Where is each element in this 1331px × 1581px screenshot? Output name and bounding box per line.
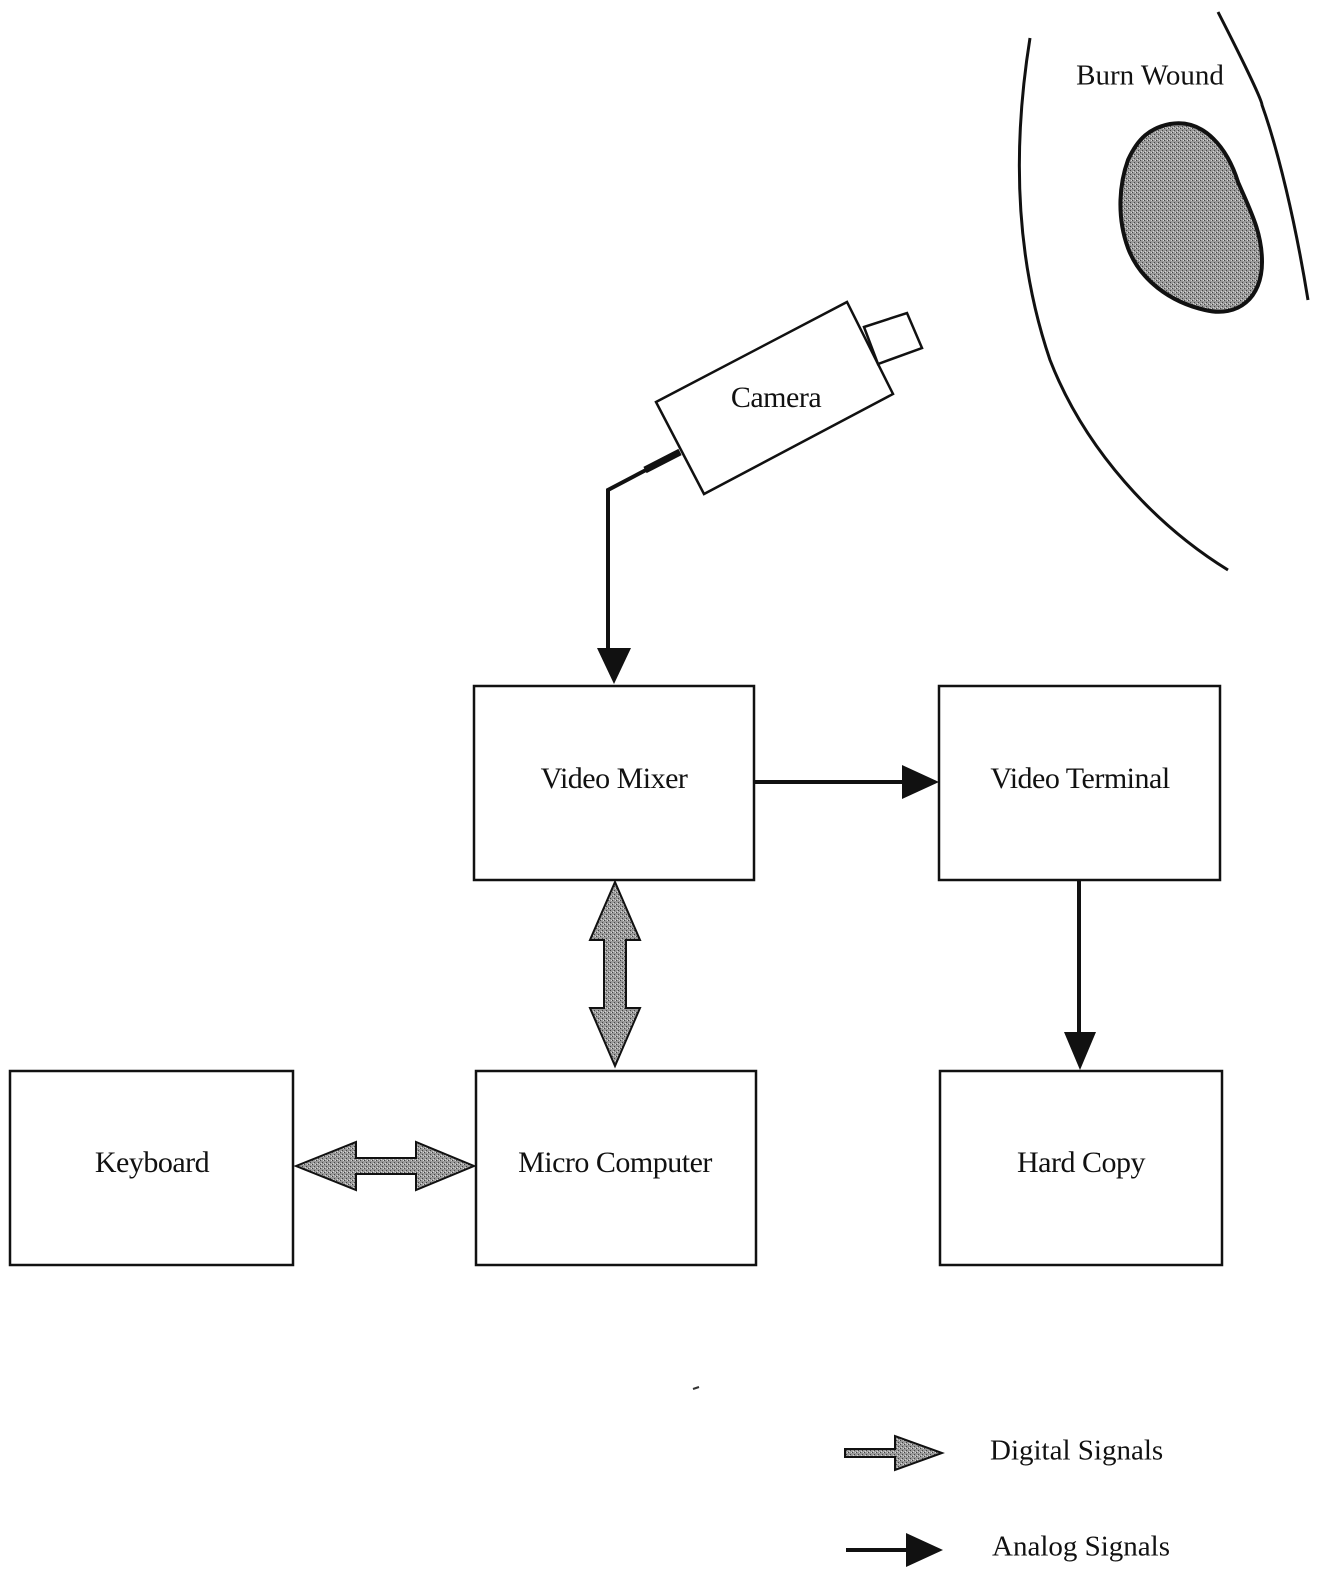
skin-outline [1017, 11, 1310, 572]
mixer-computer-digital-arrow [588, 879, 642, 1069]
legend-digital-label: Digital Signals [990, 1435, 1163, 1467]
hard-copy-label: Hard Copy [1017, 1146, 1145, 1179]
video-mixer-box: Video Mixer [472, 684, 756, 882]
legend: Digital Signals Analog Signals [844, 1434, 1170, 1567]
analog-arrow-icon [906, 1533, 943, 1567]
stray-mark [692, 1386, 700, 1390]
keyboard-label: Keyboard [95, 1146, 210, 1179]
burn-wound: Burn Wound [1076, 60, 1265, 314]
legend-analog-label: Analog Signals [992, 1531, 1170, 1563]
mixer-to-terminal-arrow [754, 765, 939, 799]
keyboard-box: Keyboard [8, 1069, 295, 1267]
micro-computer-label: Micro Computer [518, 1146, 712, 1179]
video-terminal-label: Video Terminal [990, 762, 1169, 795]
micro-computer-box: Micro Computer [474, 1069, 758, 1267]
wound-blob-icon [1118, 121, 1265, 314]
legend-analog: Analog Signals [846, 1531, 1170, 1567]
video-mixer-label: Video Mixer [541, 762, 688, 795]
camera: Camera [654, 300, 924, 496]
digital-arrow-icon [844, 1434, 945, 1472]
camera-to-mixer-arrow [597, 448, 682, 684]
video-terminal-box: Video Terminal [937, 684, 1222, 882]
camera-label: Camera [731, 381, 821, 414]
keyboard-computer-digital-arrow [293, 1140, 477, 1192]
skin-right-edge [1216, 11, 1310, 301]
camera-icon [654, 300, 924, 496]
legend-digital: Digital Signals [844, 1434, 1163, 1472]
hard-copy-box: Hard Copy [938, 1069, 1224, 1267]
skin-left-edge [1017, 37, 1229, 572]
terminal-to-hardcopy-arrow [1064, 880, 1096, 1070]
burn-wound-label: Burn Wound [1076, 60, 1224, 92]
